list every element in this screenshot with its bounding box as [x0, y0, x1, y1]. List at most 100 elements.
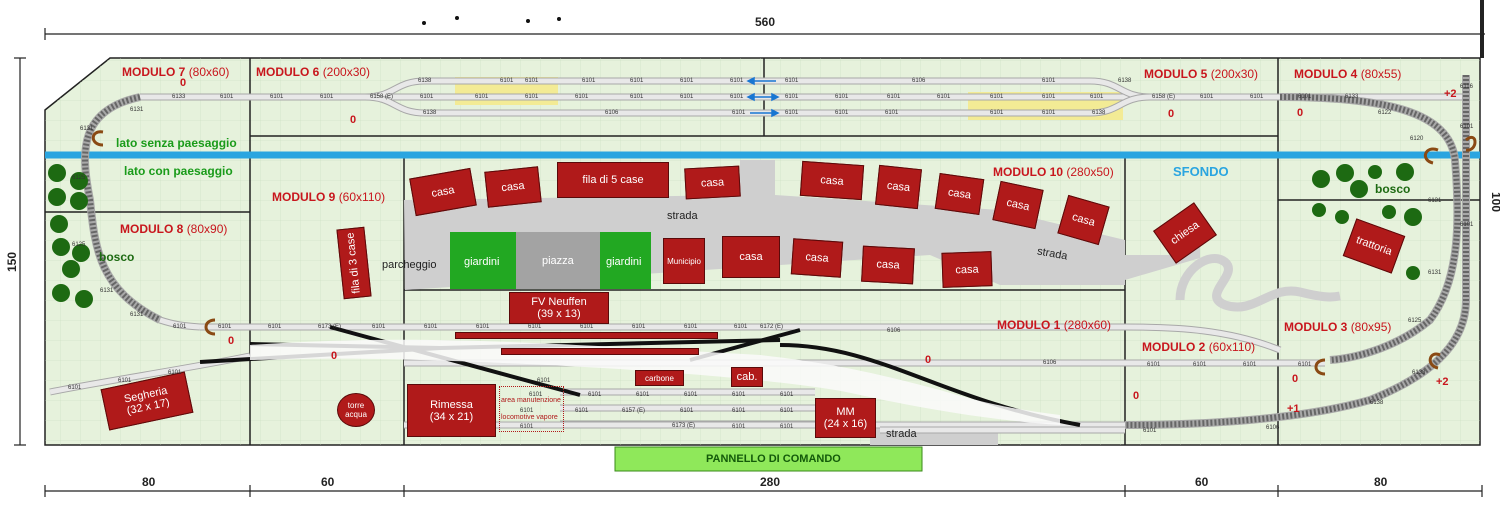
track-code-label: 6101 [785, 78, 799, 84]
level-marker: 0 [350, 114, 357, 126]
track-code-label: 6131 [80, 126, 94, 132]
track-code-label: 6101 [500, 78, 514, 84]
track-code-label: 6101 [1243, 362, 1257, 368]
dim-bottom-1: 80 [142, 475, 156, 489]
track-code-label: 6101 [582, 78, 596, 84]
house-casa: casa [684, 165, 741, 200]
garden-left [450, 232, 516, 289]
track [1279, 94, 1461, 363]
track-code-label: 6101 [680, 408, 694, 414]
track-code-label: 6101 [1200, 94, 1214, 100]
track-code-label: 6101 [732, 408, 746, 414]
track-code-label: 6158 (E) [370, 94, 394, 100]
tree [1335, 210, 1349, 224]
house-casa: casa [861, 245, 915, 285]
parcheggio-label: parcheggio [382, 259, 437, 271]
maintenance-area-label: area manutenzione [501, 397, 561, 404]
strada-label: strada [886, 428, 917, 440]
track-code-label: 6116 [1460, 84, 1473, 90]
module-9-label: MODULO 9 (60x110) [272, 190, 386, 204]
direction-arrows [746, 76, 780, 118]
track-code-label: 6157 (E) [622, 408, 646, 414]
track-code-label: 6101 [680, 78, 694, 84]
track-code-label: 6101 [684, 392, 698, 398]
track-code-label: 6101 [990, 110, 1004, 116]
track-code-label: 6101 [220, 94, 234, 100]
dim-bottom-2: 60 [321, 475, 335, 489]
level-marker: +1 [1287, 403, 1300, 415]
tree [1368, 165, 1382, 179]
module-10-label: MODULO 10 (280x50) [993, 165, 1114, 179]
strada-label: strada [667, 210, 698, 222]
pannello-label: PANNELLO DI COMANDO [706, 453, 841, 465]
side-road [1175, 254, 1341, 312]
track-code-label: 6101 [780, 408, 794, 414]
tree [48, 164, 66, 182]
stream-area [250, 339, 1060, 425]
track-code-label: 6138 [418, 78, 432, 84]
track-code-label: 6101 [575, 408, 589, 414]
house-casa: casa [799, 160, 865, 201]
track-code-label: 6101 [990, 94, 1004, 100]
track-code-label: 6101 [218, 324, 232, 330]
track-code-label: 6101 [525, 78, 539, 84]
dim-bottom-4: 60 [1195, 475, 1209, 489]
track-code-label: 6120 [1410, 136, 1424, 142]
lato-senza-paesaggio-label: lato senza paesaggio [116, 136, 237, 150]
track-code-label: 6125 [1408, 318, 1422, 324]
track-code-label: 6101 [520, 424, 534, 430]
track-code-label: 6138 [1092, 110, 1106, 116]
track-code-label: 6101 [785, 94, 799, 100]
module-5-label: MODULO 5 (200x30) [1144, 67, 1259, 81]
building-fv-neuffen: FV Neuffen(39 x 13) [509, 292, 609, 324]
tree [52, 238, 70, 256]
loco-vapore-label: locomotive vapore [501, 414, 558, 421]
track-code-label: 6101 [937, 94, 951, 100]
track-code-label: 6101 [270, 94, 284, 100]
track-code-label: 6101 [1042, 110, 1056, 116]
tree [48, 188, 66, 206]
track-code-label: 6101 [1460, 222, 1474, 228]
maintenance-area: area manutenzione locomotive vapore [499, 386, 564, 432]
building-rimessa: Rimessa(34 x 21) [407, 384, 496, 437]
track-code-label: 6133 [1345, 94, 1359, 100]
track-code-label: 6138 [423, 110, 437, 116]
track-code-label: 6106 [1266, 425, 1280, 431]
track-code-label: 6101 [1298, 362, 1312, 368]
house-casa: casa [941, 251, 993, 288]
level-marker: 0 [180, 77, 187, 89]
building-carbone: carbone [635, 370, 684, 386]
track-code-label: 6101 [1460, 124, 1474, 130]
tree [52, 284, 70, 302]
track-code-label: 6101 [268, 324, 282, 330]
track-code-label: 6101 [68, 385, 82, 391]
track-code-label: 6101 [529, 392, 543, 398]
level-marker: 0 [1168, 108, 1175, 120]
track-code-label: 6101 [372, 324, 386, 330]
house-casa: casa [790, 238, 844, 278]
tree [1312, 203, 1326, 217]
tree [1350, 180, 1368, 198]
track-code-label: 6101 [1042, 94, 1056, 100]
building-cabin: cab. [731, 367, 763, 387]
control-panel [614, 446, 923, 472]
module-3-label: MODULO 3 (80x95) [1284, 320, 1392, 334]
track-code-label: 6101 [680, 94, 694, 100]
track-code-label: 6101 [525, 94, 539, 100]
dim-right-edge: 100 [1489, 191, 1500, 213]
module-borders [45, 58, 1480, 445]
module-4-label: MODULO 4 (80x55) [1294, 67, 1402, 81]
platform [501, 348, 699, 355]
giardini-label: giardini [606, 256, 642, 268]
tree [1336, 164, 1354, 182]
track-code-label: 6101 [734, 324, 748, 330]
module-2-label: MODULO 2 (60x110) [1142, 340, 1256, 354]
track-code-label: 6101 [730, 94, 744, 100]
tree [1396, 163, 1414, 181]
track-code-label: 6101 [173, 324, 187, 330]
track-code-label: 6101 [684, 324, 698, 330]
track-code-label: 6101 [785, 110, 799, 116]
track-code-label: 6101 [1090, 94, 1104, 100]
module-7-label: MODULO 7 (80x60) [122, 65, 230, 79]
